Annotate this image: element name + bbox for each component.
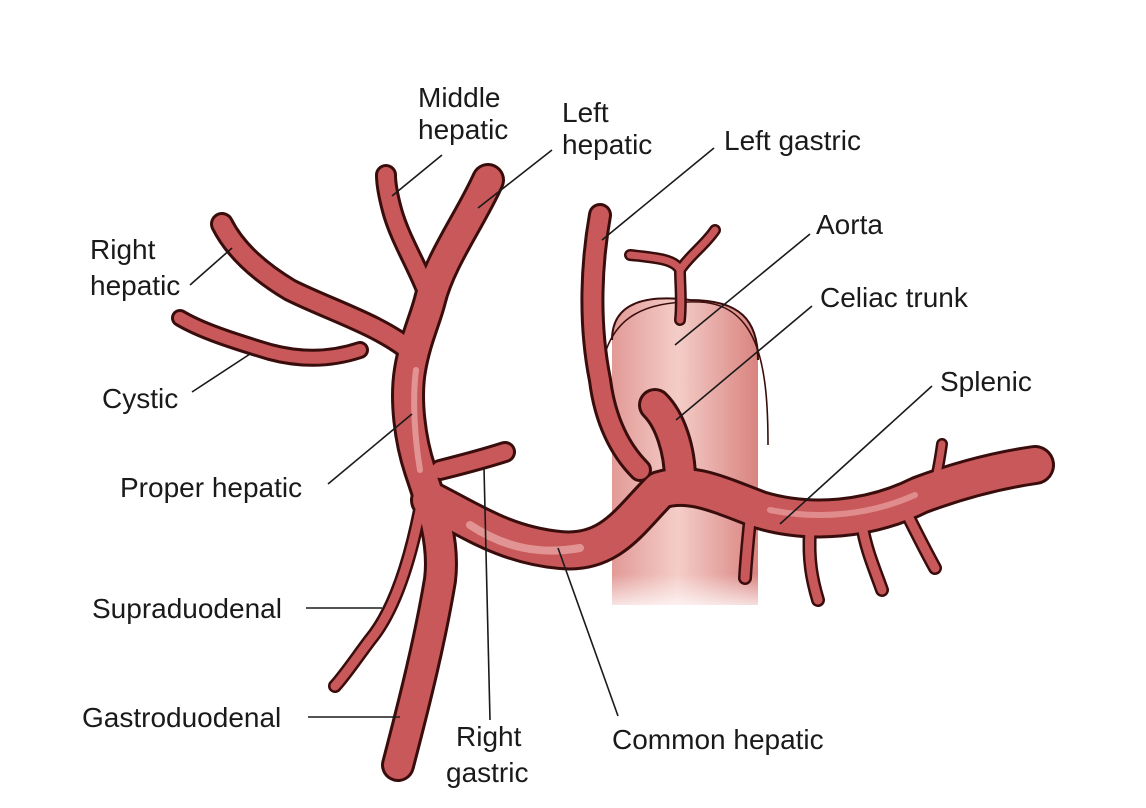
label-proper-hepatic: Proper hepatic [120, 472, 302, 503]
label-right-gastric: Right gastric [446, 721, 529, 788]
label-aorta: Aorta [816, 209, 883, 240]
label-celiac-trunk: Celiac trunk [820, 282, 969, 313]
label-left-hepatic: Left hepatic [562, 97, 652, 160]
leader-lines [189, 147, 933, 721]
label-common-hepatic: Common hepatic [612, 724, 824, 755]
label-cystic: Cystic [102, 383, 178, 414]
label-splenic: Splenic [940, 366, 1032, 397]
label-supraduodenal: Supraduodenal [92, 593, 282, 624]
label-middle-hepatic: Middle hepatic [418, 82, 508, 145]
artery-fills [174, 166, 1052, 779]
label-gastroduodenal: Gastroduodenal [82, 702, 281, 733]
label-left-gastric: Left gastric [724, 125, 861, 156]
label-right-hepatic: Right hepatic [90, 234, 180, 301]
artery-outlines [171, 163, 1055, 782]
labels: Middle hepatic Left hepatic Left gastric… [82, 82, 1032, 788]
